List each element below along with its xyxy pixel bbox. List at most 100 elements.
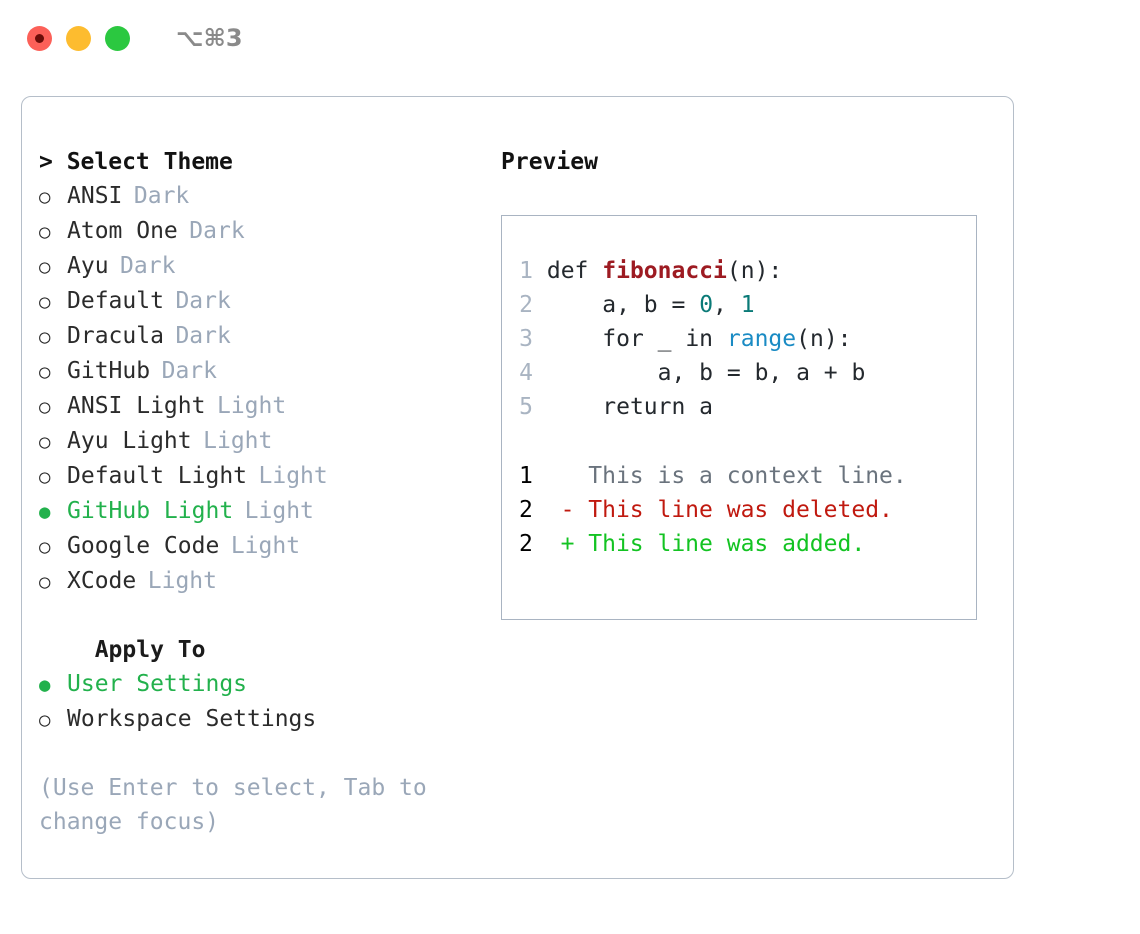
theme-option[interactable]: ○ ANSI Dark bbox=[39, 179, 479, 214]
radio-unselected-icon: ○ bbox=[39, 709, 51, 731]
diff-line-number: 1 bbox=[519, 463, 533, 489]
code-line: 4 a, b = b, a + b bbox=[519, 356, 865, 390]
theme-variant-tag: Dark bbox=[133, 183, 190, 209]
code-line-number: 2 bbox=[519, 292, 533, 318]
theme-option[interactable]: ○ Ayu Dark bbox=[39, 249, 479, 284]
apply-to-header: Apply To bbox=[67, 637, 206, 663]
radio-unselected-icon: ○ bbox=[39, 256, 51, 278]
apply-to-option[interactable]: ● User Settings bbox=[39, 667, 479, 702]
code-token-plain: def bbox=[546, 258, 603, 284]
apply-to-option[interactable]: ○ Workspace Settings bbox=[39, 702, 479, 737]
radio-unselected-icon: ○ bbox=[39, 571, 51, 593]
code-token-call: range bbox=[726, 326, 797, 352]
apply-to-list[interactable]: ● User Settings ○ Workspace Settings bbox=[39, 667, 479, 737]
theme-variant-tag: Dark bbox=[120, 253, 176, 279]
theme-variant-tag: Dark bbox=[161, 358, 217, 384]
keyboard-shortcut-label: ⌥⌘3 bbox=[176, 24, 243, 52]
code-token-plain: , bbox=[713, 292, 741, 318]
close-button-icon[interactable] bbox=[27, 25, 52, 51]
preview-title: Preview bbox=[501, 149, 598, 175]
theme-variant-tag: Light bbox=[203, 428, 273, 454]
code-line: 5 return a bbox=[519, 390, 865, 424]
diff-line: 2 + This line was added. bbox=[519, 527, 907, 561]
theme-option[interactable]: ○ GitHub Dark bbox=[39, 354, 479, 389]
radio-unselected-icon: ○ bbox=[39, 326, 51, 348]
code-line-number: 4 bbox=[519, 360, 533, 386]
theme-option-label: Atom One bbox=[67, 218, 178, 244]
column-spacer bbox=[39, 599, 479, 633]
minimize-button-icon[interactable] bbox=[66, 25, 91, 51]
code-line: 1 def fibonacci(n): bbox=[519, 254, 865, 288]
radio-unselected-icon: ○ bbox=[39, 396, 51, 418]
theme-option[interactable]: ○ XCode Light bbox=[39, 564, 479, 599]
theme-option-label: Ayu Light bbox=[67, 428, 192, 454]
code-token-fn: fibonacci bbox=[602, 258, 727, 284]
theme-option-label: Default bbox=[67, 288, 164, 314]
apply-to-option-label: Workspace Settings bbox=[67, 706, 317, 732]
theme-variant-tag: Dark bbox=[175, 323, 231, 349]
diff-sample: 1 This is a context line.2 - This line w… bbox=[519, 459, 907, 561]
select-theme-header: > Select Theme bbox=[39, 149, 233, 175]
theme-option-label: Ayu bbox=[67, 253, 109, 279]
radio-unselected-icon: ○ bbox=[39, 361, 51, 383]
code-token-plain: for _ in bbox=[546, 326, 727, 352]
radio-unselected-icon: ○ bbox=[39, 536, 51, 558]
code-line-number: 1 bbox=[519, 258, 533, 284]
theme-variant-tag: Light bbox=[244, 498, 314, 524]
diff-line-number: 2 bbox=[519, 497, 533, 523]
code-token-plain: a, b = bbox=[546, 292, 700, 318]
code-line: 2 a, b = 0, 1 bbox=[519, 288, 865, 322]
theme-option[interactable]: ○ ANSI Light Light bbox=[39, 389, 479, 424]
preview-column: Preview 1 def fibonacci(n):2 a, b = 0, 1… bbox=[501, 145, 1001, 620]
radio-unselected-icon: ○ bbox=[39, 431, 51, 453]
diff-line-text: This is a context line. bbox=[560, 463, 907, 489]
radio-selected-icon: ● bbox=[39, 674, 51, 696]
theme-option-label: Google Code bbox=[67, 533, 220, 559]
diff-line-text: + This line was added. bbox=[560, 531, 866, 557]
code-token-plain: (n): bbox=[726, 258, 783, 284]
theme-variant-tag: Light bbox=[258, 463, 328, 489]
code-line-number: 5 bbox=[519, 394, 533, 420]
apply-to-option-label: User Settings bbox=[67, 671, 248, 697]
code-line-number: 3 bbox=[519, 326, 533, 352]
theme-option[interactable]: ○ Atom One Dark bbox=[39, 214, 479, 249]
theme-option-label: XCode bbox=[67, 568, 137, 594]
theme-option[interactable]: ○ Default Dark bbox=[39, 284, 479, 319]
theme-option-label: ANSI bbox=[67, 183, 123, 209]
diff-line: 1 This is a context line. bbox=[519, 459, 907, 493]
theme-variant-tag: Dark bbox=[175, 288, 231, 314]
theme-variant-tag: Light bbox=[216, 393, 287, 419]
theme-option-label: GitHub bbox=[67, 358, 151, 384]
radio-selected-icon: ● bbox=[39, 501, 51, 523]
radio-unselected-icon: ○ bbox=[39, 291, 51, 313]
theme-option[interactable]: ○ Ayu Light Light bbox=[39, 424, 479, 459]
radio-unselected-icon: ○ bbox=[39, 186, 51, 208]
theme-option[interactable]: ○ Google Code Light bbox=[39, 529, 479, 564]
theme-variant-tag: Light bbox=[230, 533, 301, 559]
theme-variant-tag: Light bbox=[147, 568, 217, 594]
diff-line-text: - This line was deleted. bbox=[560, 497, 893, 523]
theme-variant-tag: Dark bbox=[189, 218, 245, 244]
code-token-plain: return a bbox=[546, 394, 714, 420]
theme-option-label: GitHub Light bbox=[67, 498, 234, 524]
radio-unselected-icon: ○ bbox=[39, 221, 51, 243]
diff-line: 2 - This line was deleted. bbox=[519, 493, 907, 527]
diff-line-number: 2 bbox=[519, 531, 533, 557]
maximize-button-icon[interactable] bbox=[105, 25, 130, 51]
radio-unselected-icon: ○ bbox=[39, 466, 51, 488]
theme-option[interactable]: ○ Default Light Light bbox=[39, 459, 479, 494]
code-token-plain: a, b = b, a + b bbox=[546, 360, 866, 386]
code-line: 3 for _ in range(n): bbox=[519, 322, 865, 356]
theme-option-label: ANSI Light bbox=[67, 393, 206, 419]
theme-option-label: Default Light bbox=[67, 463, 248, 489]
code-token-num: 0 bbox=[699, 292, 714, 318]
code-token-num: 1 bbox=[740, 292, 755, 318]
theme-option[interactable]: ● GitHub Light Light bbox=[39, 494, 479, 529]
